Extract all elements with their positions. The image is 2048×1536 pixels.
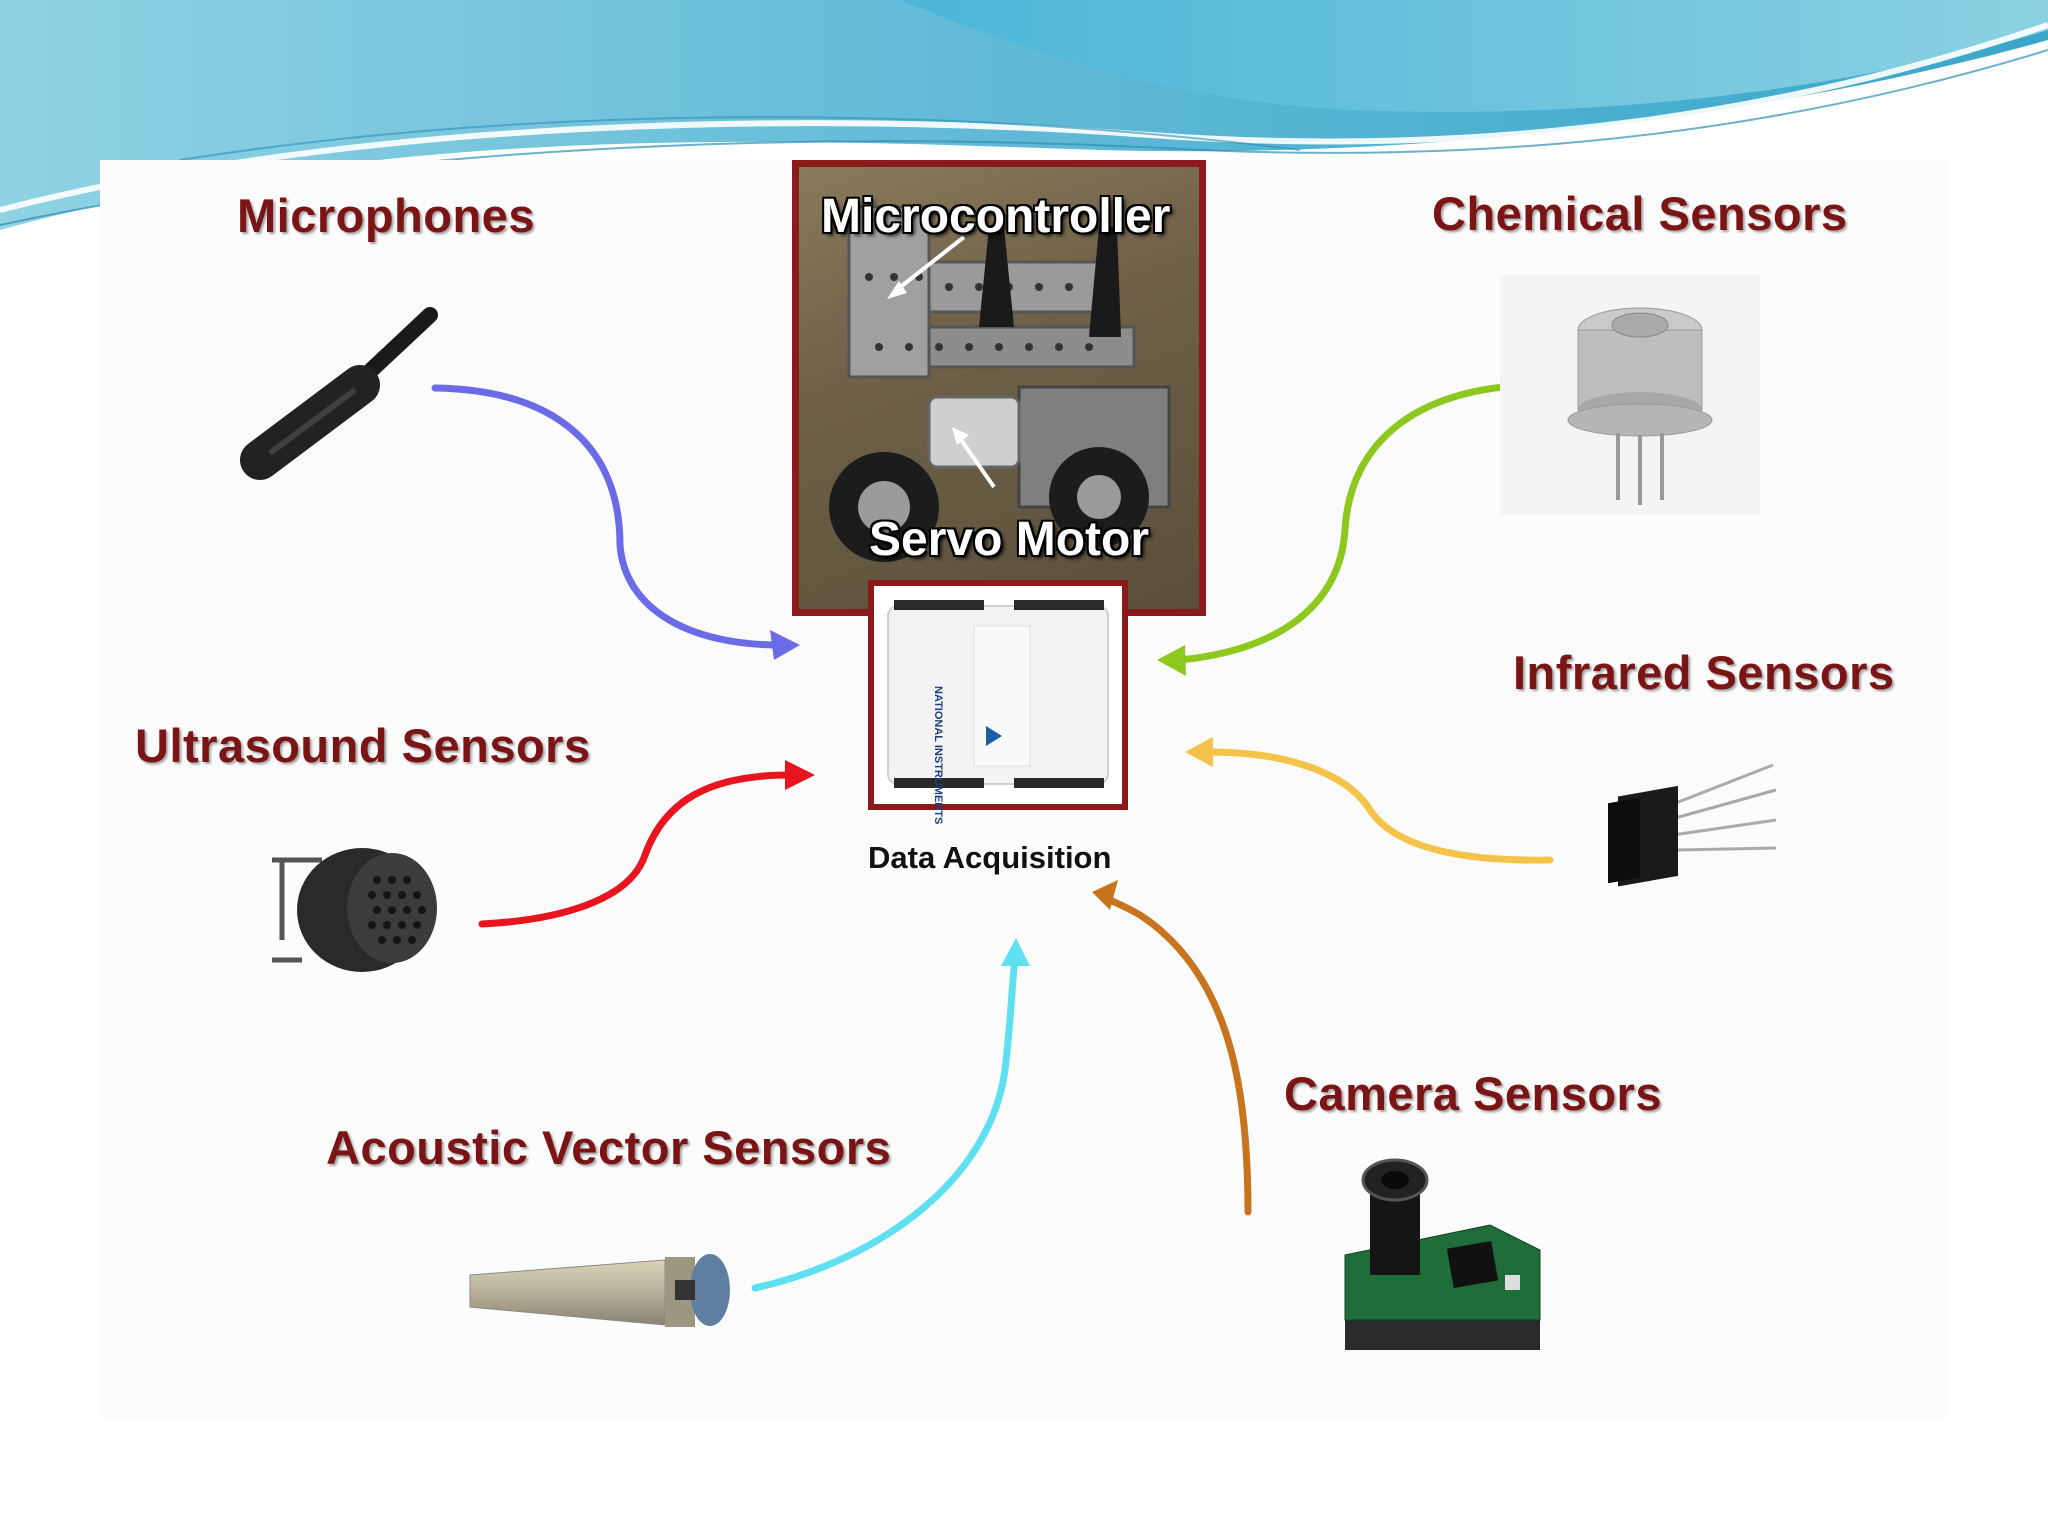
servo-motor-label: Servo Motor <box>869 513 1150 566</box>
arrow-ultrasound <box>478 771 794 928</box>
infrared-sensor-image <box>1608 763 1777 887</box>
daq-brand-text: NATIONAL INSTRUMENTS <box>932 686 944 825</box>
microphone-image <box>240 307 438 480</box>
arrowhead-infrared <box>1185 737 1213 767</box>
label-infrared: Infrared Sensors <box>1513 646 1895 699</box>
label-chemical: Chemical Sensors <box>1432 187 1848 240</box>
robot-graphic <box>829 205 1171 562</box>
daq-graphic <box>887 600 1109 788</box>
label-acoustic: Acoustic Vector Sensors <box>326 1121 892 1174</box>
arrowhead-acoustic <box>1001 938 1030 966</box>
chemical-sensor-image <box>1500 275 1760 515</box>
arrow-microphones <box>431 384 784 649</box>
arrow-camera <box>1106 896 1252 1216</box>
arrow-acoustic <box>751 956 1019 1292</box>
daq-device: NATIONAL INSTRUMENTS <box>868 580 1128 824</box>
ultrasound-sensor-image <box>272 848 437 972</box>
arrowhead-ultrasound <box>785 760 815 790</box>
daq-caption: Data Acquisition <box>868 840 1112 875</box>
arrowhead-camera <box>1092 880 1118 910</box>
label-ultrasound: Ultrasound Sensors <box>135 719 591 772</box>
arrow-infrared <box>1206 748 1554 864</box>
camera-sensor-image <box>1344 1158 1541 1350</box>
acoustic-vector-sensor-image <box>469 1254 730 1327</box>
arrow-chemical <box>1176 381 1546 664</box>
label-microphones: Microphones <box>237 189 535 242</box>
arrowhead-microphones <box>770 630 800 660</box>
arrowhead-chemical <box>1157 645 1186 676</box>
label-camera: Camera Sensors <box>1284 1067 1662 1120</box>
microcontroller-label: Microcontroller <box>821 190 1171 243</box>
microcontroller-photo: Microcontroller Servo Motor <box>792 160 1206 616</box>
